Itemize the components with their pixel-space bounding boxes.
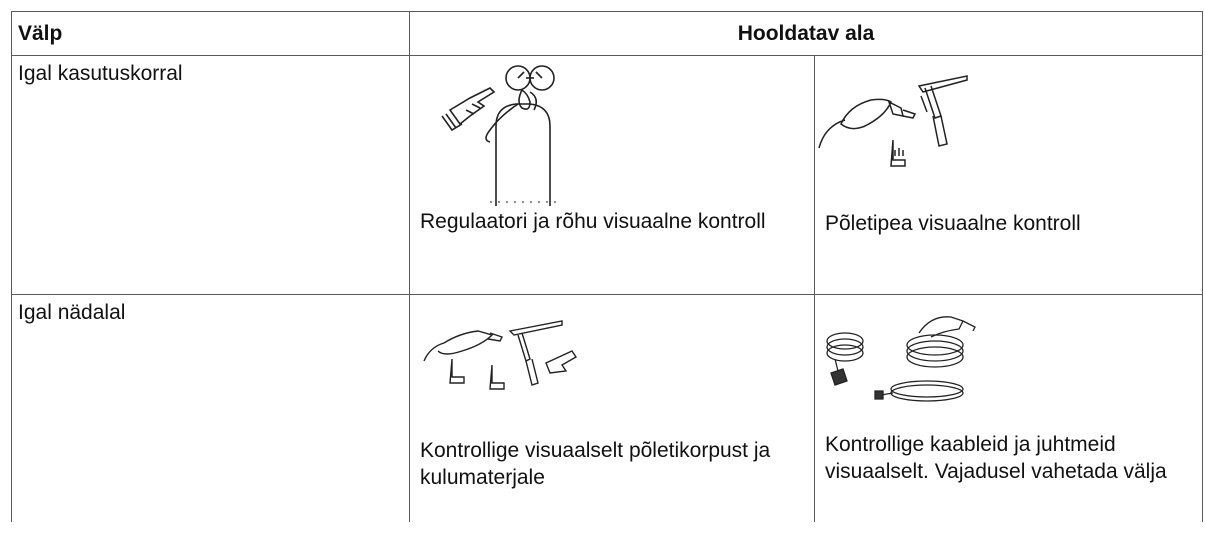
table-row: Igal nädalal Kontrollige visuaalselt põl… [11, 294, 1204, 522]
row-period: Igal kasutuskorral [11, 55, 410, 295]
row-period: Igal nädalal [11, 294, 410, 522]
maintenance-cell: Põletipea visuaalne kontroll [813, 55, 1204, 295]
maintenance-table: Välp Hooldatav ala Igal kasutuskorral [11, 11, 1204, 522]
maintenance-cell: Regulaatori ja rõhu visuaalne kontroll [409, 55, 815, 295]
column-header-interval: Välp [11, 11, 410, 56]
maintenance-cell: Kontrollige kaableid ja juhtmeid visuaal… [813, 294, 1204, 522]
maintenance-cell: Kontrollige visuaalselt põletikorpust ja… [409, 294, 815, 522]
column-header-maintenance-area: Hooldatav ala [408, 11, 1204, 56]
torch-nozzle-icon [818, 75, 968, 167]
caption: Kontrollige kaableid ja juhtmeid visuaal… [825, 433, 1167, 483]
table-header-row: Välp Hooldatav ala [11, 11, 1204, 56]
cables-icon [826, 316, 976, 402]
gas-regulator-icon [441, 65, 558, 206]
torch-body-icon [423, 320, 577, 390]
caption: Põletipea visuaalne kontroll [825, 212, 1081, 235]
caption: Regulaatori ja rõhu visuaalne kontroll [420, 210, 766, 233]
caption: Kontrollige visuaalselt põletikorpust ja… [420, 439, 771, 489]
table-row: Igal kasutuskorral [11, 55, 1204, 295]
